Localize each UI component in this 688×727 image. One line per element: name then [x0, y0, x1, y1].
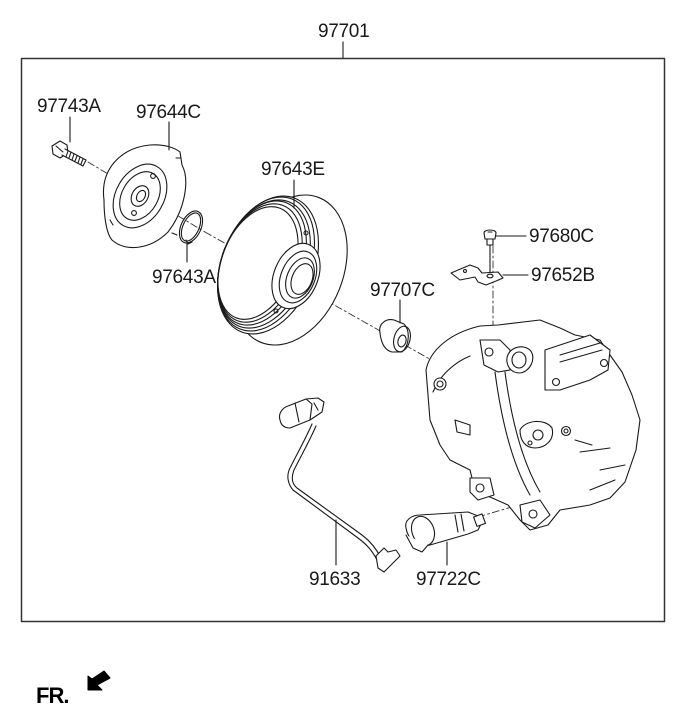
part-wiring-harness-91633[interactable]	[278, 397, 401, 573]
part-label-97707C[interactable]: 97707C	[370, 280, 435, 301]
part-bolt-97743A[interactable]	[51, 140, 87, 167]
part-pressure-switch-97722C[interactable]	[405, 511, 487, 553]
part-hub-plate-97644C[interactable]	[102, 144, 187, 249]
assembly-number-label: 97701	[318, 21, 370, 42]
part-label-97680C[interactable]: 97680C	[529, 226, 594, 247]
part-label-97743A[interactable]: 97743A	[37, 96, 101, 117]
arrow-front-left-icon	[87, 670, 111, 691]
part-label-97722C[interactable]: 97722C	[416, 569, 481, 590]
part-label-91633[interactable]: 91633	[309, 569, 361, 590]
part-label-97643A[interactable]: 97643A	[152, 267, 216, 288]
part-label-97644C[interactable]: 97644C	[136, 102, 201, 123]
part-label-97652B[interactable]: 97652B	[531, 265, 595, 286]
part-spacer-97707C[interactable]	[379, 319, 413, 354]
part-screw-97680C[interactable]	[483, 229, 497, 273]
part-label-97643E[interactable]: 97643E	[261, 159, 325, 180]
part-bracket-97652B[interactable]	[450, 264, 504, 286]
orientation-label: FR.	[36, 683, 69, 708]
part-pulley-97643E[interactable]	[198, 178, 368, 362]
part-compressor-body	[425, 319, 641, 531]
part-snap-ring-97643A[interactable]	[175, 207, 207, 246]
